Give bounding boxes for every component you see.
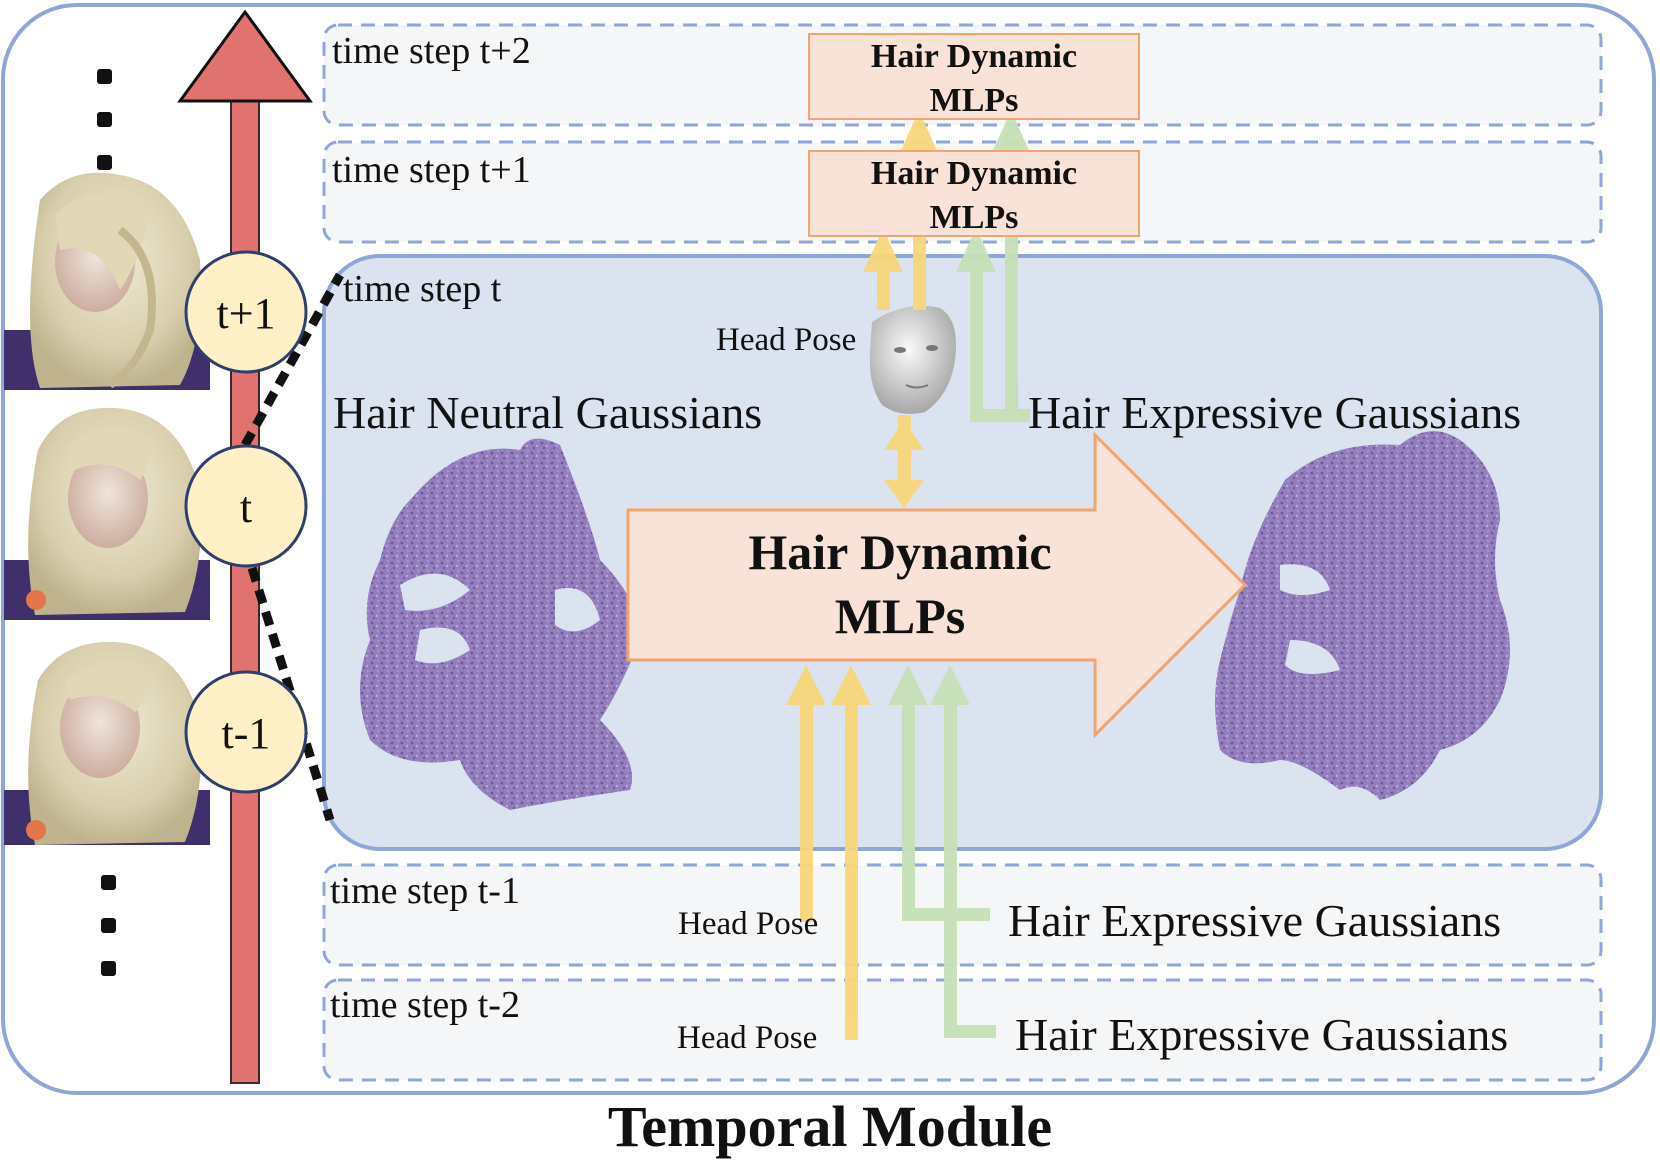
hair-neutral-gaussians-cloud [360, 438, 640, 810]
mlp-box-t-plus-2-line2: MLPs [929, 82, 1019, 119]
mlp-box-t-plus-2-line1: Hair Dynamic [870, 38, 1078, 75]
mlp-box-t-plus-1-line1: Hair Dynamic [870, 155, 1078, 192]
step-label-t-minus-1: time step t-1 [330, 870, 520, 912]
ellipsis-top [97, 69, 112, 170]
step-label-t-plus-1: time step t+1 [332, 149, 531, 191]
mlp-box-t-plus-1-line2: MLPs [929, 199, 1019, 236]
timeline-circle-t-plus-1 [184, 250, 308, 374]
hair-expressive-gaussians-label-t-minus-2: Hair Expressive Gaussians [1015, 1009, 1509, 1060]
timeline-label-t: t [239, 483, 253, 532]
ellipsis-bottom [101, 875, 116, 976]
mlp-box-t-plus-1: Hair Dynamic MLPs [808, 150, 1140, 237]
step-label-t: time step t [343, 268, 502, 310]
frame-image-t-minus-1 [4, 641, 210, 845]
connector-lower [247, 566, 335, 822]
center-mlp-line1: Hair Dynamic [748, 524, 1052, 580]
step-label-t-minus-2: time step t-2 [330, 984, 520, 1026]
head-pose-label-t-minus-1: Head Pose [678, 906, 819, 942]
center-mlp-label: Hair Dynamic MLPs [700, 520, 1100, 648]
timeline-label-t-plus-1: t+1 [216, 289, 276, 338]
center-mlp-arrow-shape [626, 431, 1248, 739]
head-pose-mesh-image [869, 305, 956, 414]
step-label-t-plus-2: time step t+2 [332, 30, 531, 72]
hair-expressive-gaussians-cloud [1215, 431, 1510, 800]
head-pose-label-t-minus-2: Head Pose [677, 1020, 818, 1056]
hair-neutral-gaussians-label: Hair Neutral Gaussians [333, 387, 763, 438]
frame-image-t [4, 407, 210, 620]
timeline-label-t-minus-1: t-1 [221, 709, 271, 758]
center-mlp-line2: MLPs [834, 588, 966, 644]
head-pose-label-t: Head Pose [716, 322, 857, 358]
diagram-title: Temporal Module [607, 1094, 1053, 1159]
connector-upper [241, 272, 344, 448]
hair-expressive-gaussians-label-t: Hair Expressive Gaussians [1028, 387, 1522, 438]
timeline-circle-t [184, 444, 308, 568]
hair-expressive-gaussians-label-t-minus-1: Hair Expressive Gaussians [1008, 895, 1502, 946]
timeline-circle-t-minus-1 [184, 670, 308, 794]
mlp-box-t-plus-2: Hair Dynamic MLPs [808, 33, 1140, 120]
frame-image-t-plus-1 [4, 172, 210, 390]
